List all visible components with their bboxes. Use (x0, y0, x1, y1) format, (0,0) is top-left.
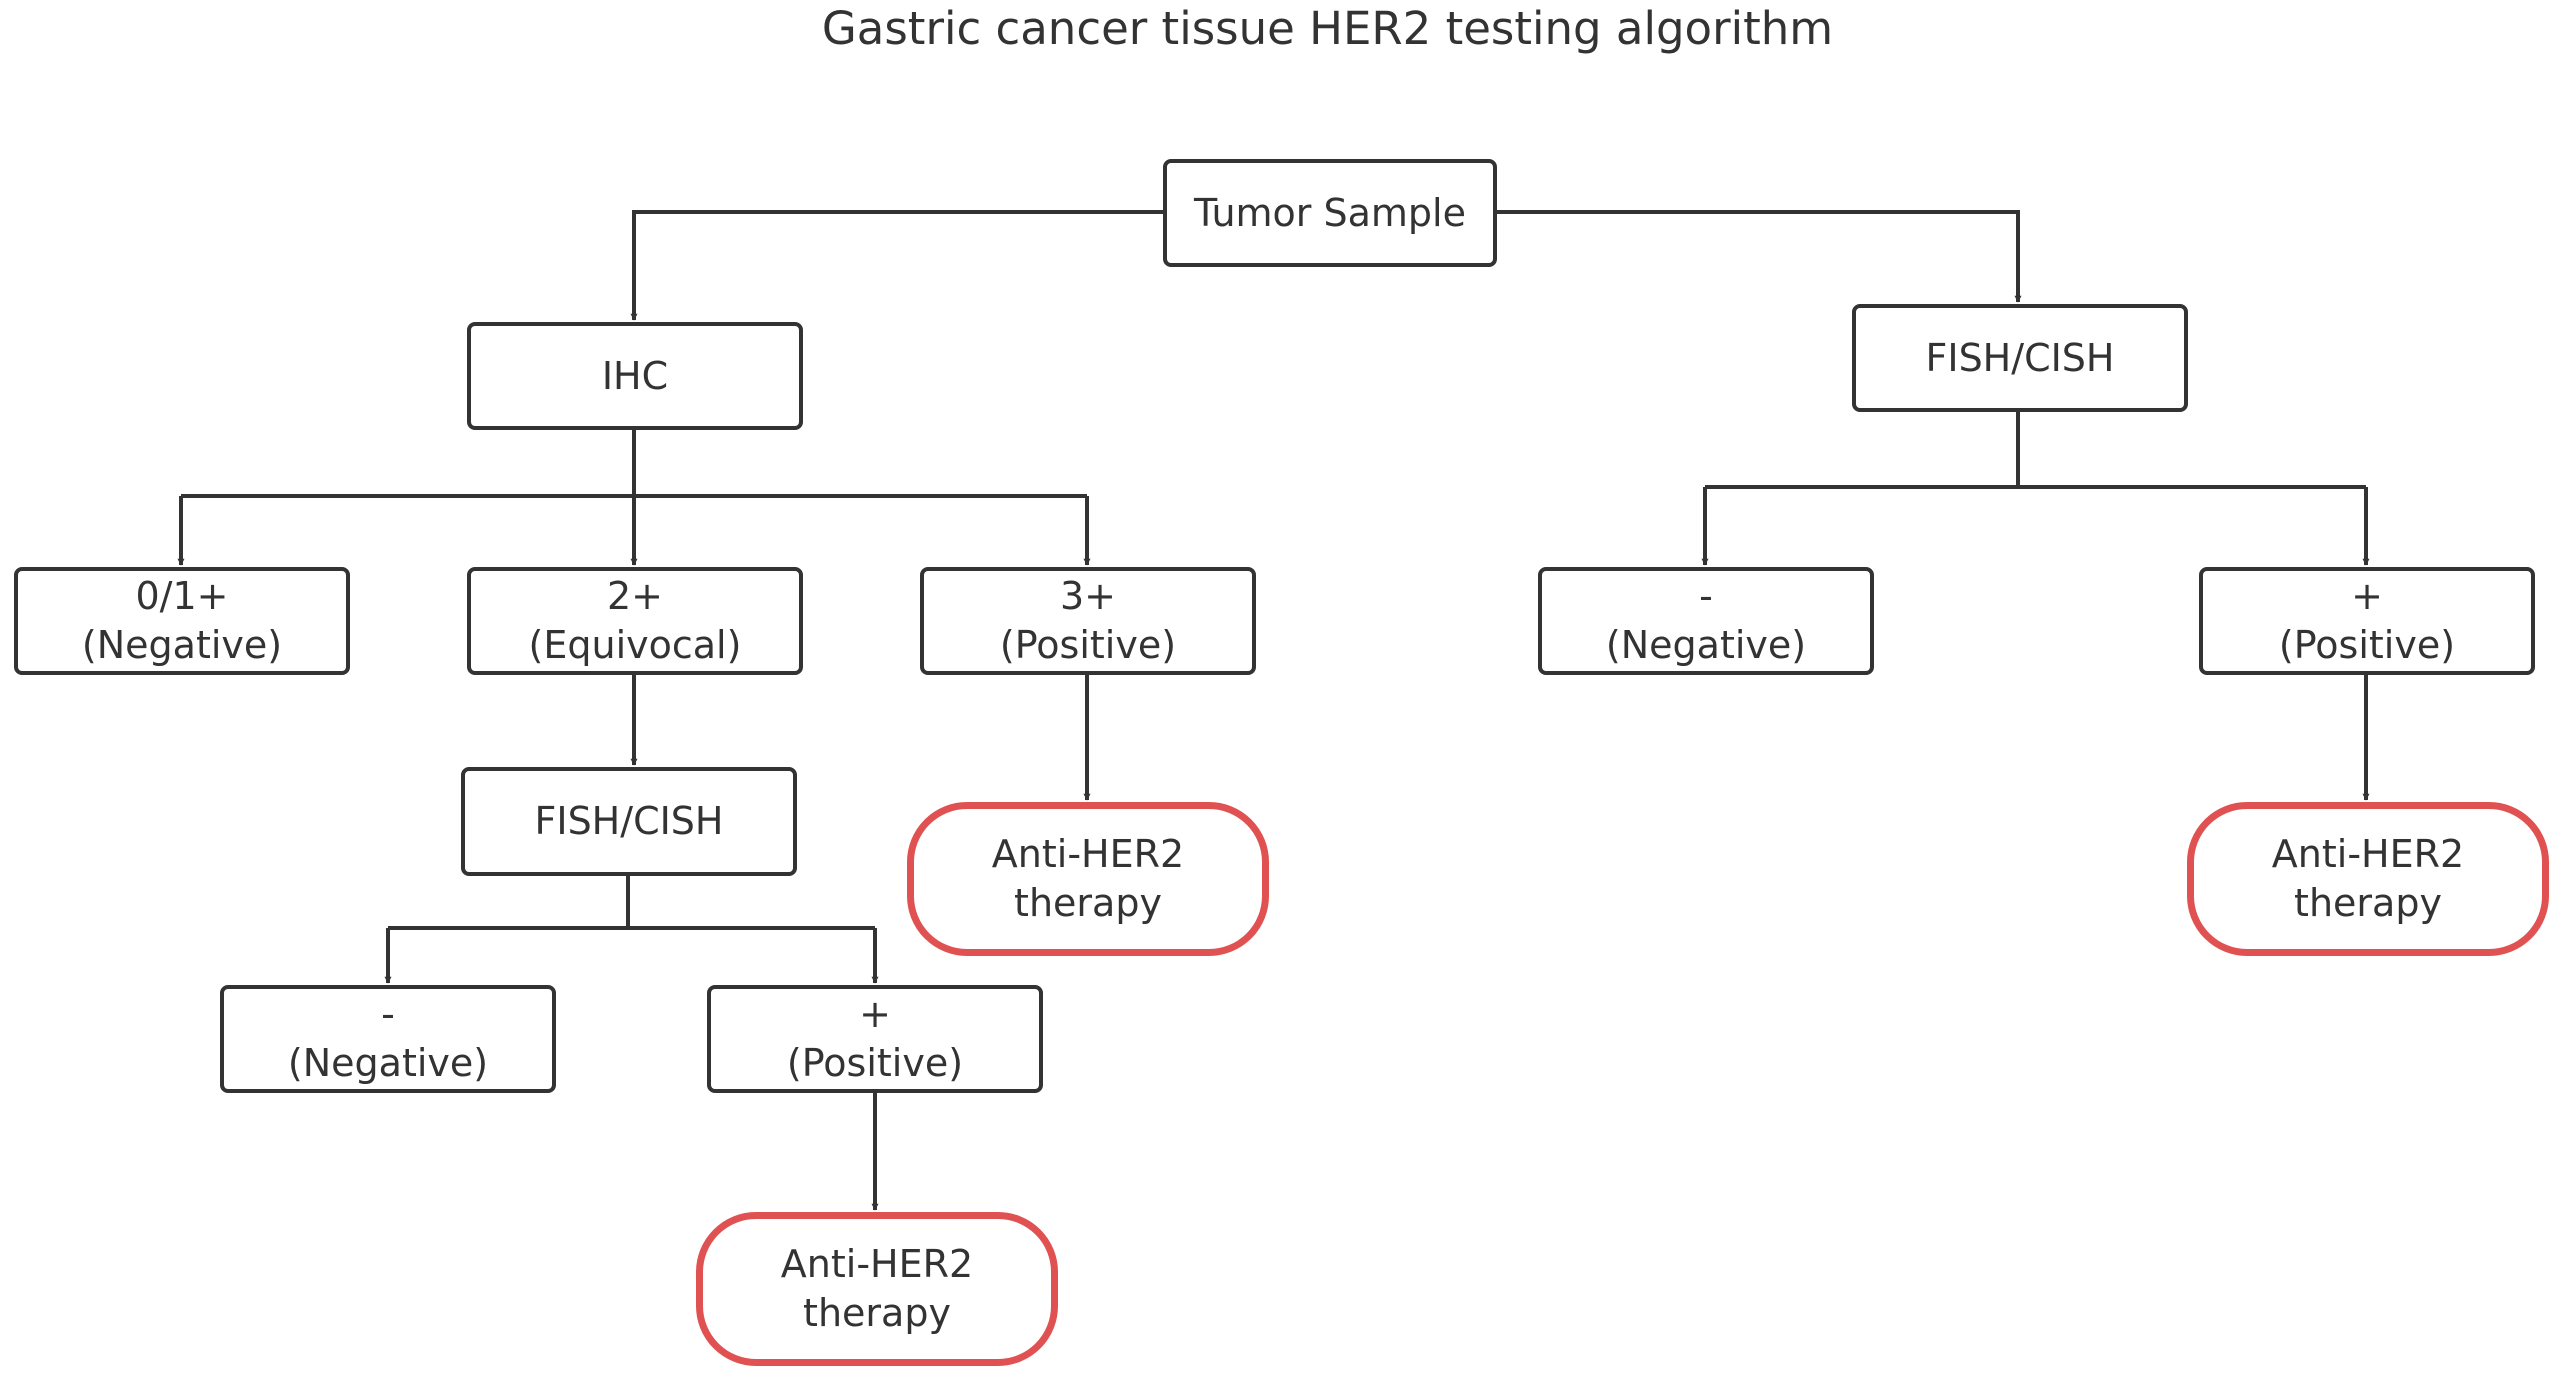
node-ihc-label: IHC (601, 353, 669, 398)
node-therapy-fish-right-line2: therapy (2294, 881, 2442, 925)
node-ihc-equivocal-line2: (Equivocal) (528, 623, 742, 667)
node-ihc-negative: 0/1+ (Negative) (14, 567, 350, 675)
node-fish-right-positive: + (Positive) (2199, 567, 2535, 675)
node-fish-right-negative-line1: - (1699, 574, 1713, 618)
node-therapy-fish-right-line1: Anti-HER2 (2271, 832, 2465, 876)
node-fish-right-negative-line2: (Negative) (1605, 623, 1807, 667)
diagram-title: Gastric cancer tissue HER2 testing algor… (821, 2, 1834, 55)
node-fish-cish-right: FISH/CISH (1852, 304, 2188, 412)
node-fish-left-negative-line1: - (381, 992, 395, 1036)
node-tumor-sample-label: Tumor Sample (1194, 190, 1466, 235)
node-therapy-ihc-positive-line2: therapy (1014, 881, 1162, 925)
node-therapy-fish-left-line1: Anti-HER2 (780, 1242, 974, 1286)
node-fish-cish-left-label: FISH/CISH (534, 799, 724, 843)
connector-tumor-to-ihc (630, 210, 1163, 321)
node-ihc-positive: 3+ (Positive) (920, 567, 1256, 675)
connector-tumor-to-fish-right (1497, 210, 2022, 303)
node-fish-left-positive-line1: + (859, 992, 891, 1036)
node-fish-right-positive-line1: + (2351, 574, 2383, 618)
node-ihc-negative-line1: 0/1+ (135, 574, 229, 618)
node-fish-cish-right-label: FISH/CISH (1925, 335, 2115, 380)
node-therapy-fish-left-line2: therapy (803, 1291, 951, 1335)
node-therapy-ihc-positive: Anti-HER2 therapy (907, 802, 1269, 956)
node-ihc-equivocal: 2+ (Equivocal) (467, 567, 803, 675)
node-therapy-fish-left: Anti-HER2 therapy (696, 1212, 1058, 1366)
node-tumor-sample: Tumor Sample (1163, 159, 1497, 267)
node-ihc-negative-line2: (Negative) (81, 623, 283, 667)
node-fish-left-negative-line2: (Negative) (287, 1041, 489, 1085)
node-ihc-positive-line1: 3+ (1059, 574, 1117, 618)
node-fish-left-positive: + (Positive) (707, 985, 1043, 1093)
node-fish-left-positive-line2: (Positive) (786, 1041, 964, 1085)
node-fish-left-negative: - (Negative) (220, 985, 556, 1093)
node-therapy-fish-right: Anti-HER2 therapy (2187, 802, 2549, 956)
node-fish-cish-left: FISH/CISH (461, 767, 797, 876)
node-ihc-equivocal-line1: 2+ (606, 574, 664, 618)
node-fish-right-negative: - (Negative) (1538, 567, 1874, 675)
node-ihc: IHC (467, 322, 803, 430)
node-therapy-ihc-positive-line1: Anti-HER2 (991, 832, 1185, 876)
node-ihc-positive-line2: (Positive) (999, 623, 1177, 667)
node-fish-right-positive-line2: (Positive) (2278, 623, 2456, 667)
